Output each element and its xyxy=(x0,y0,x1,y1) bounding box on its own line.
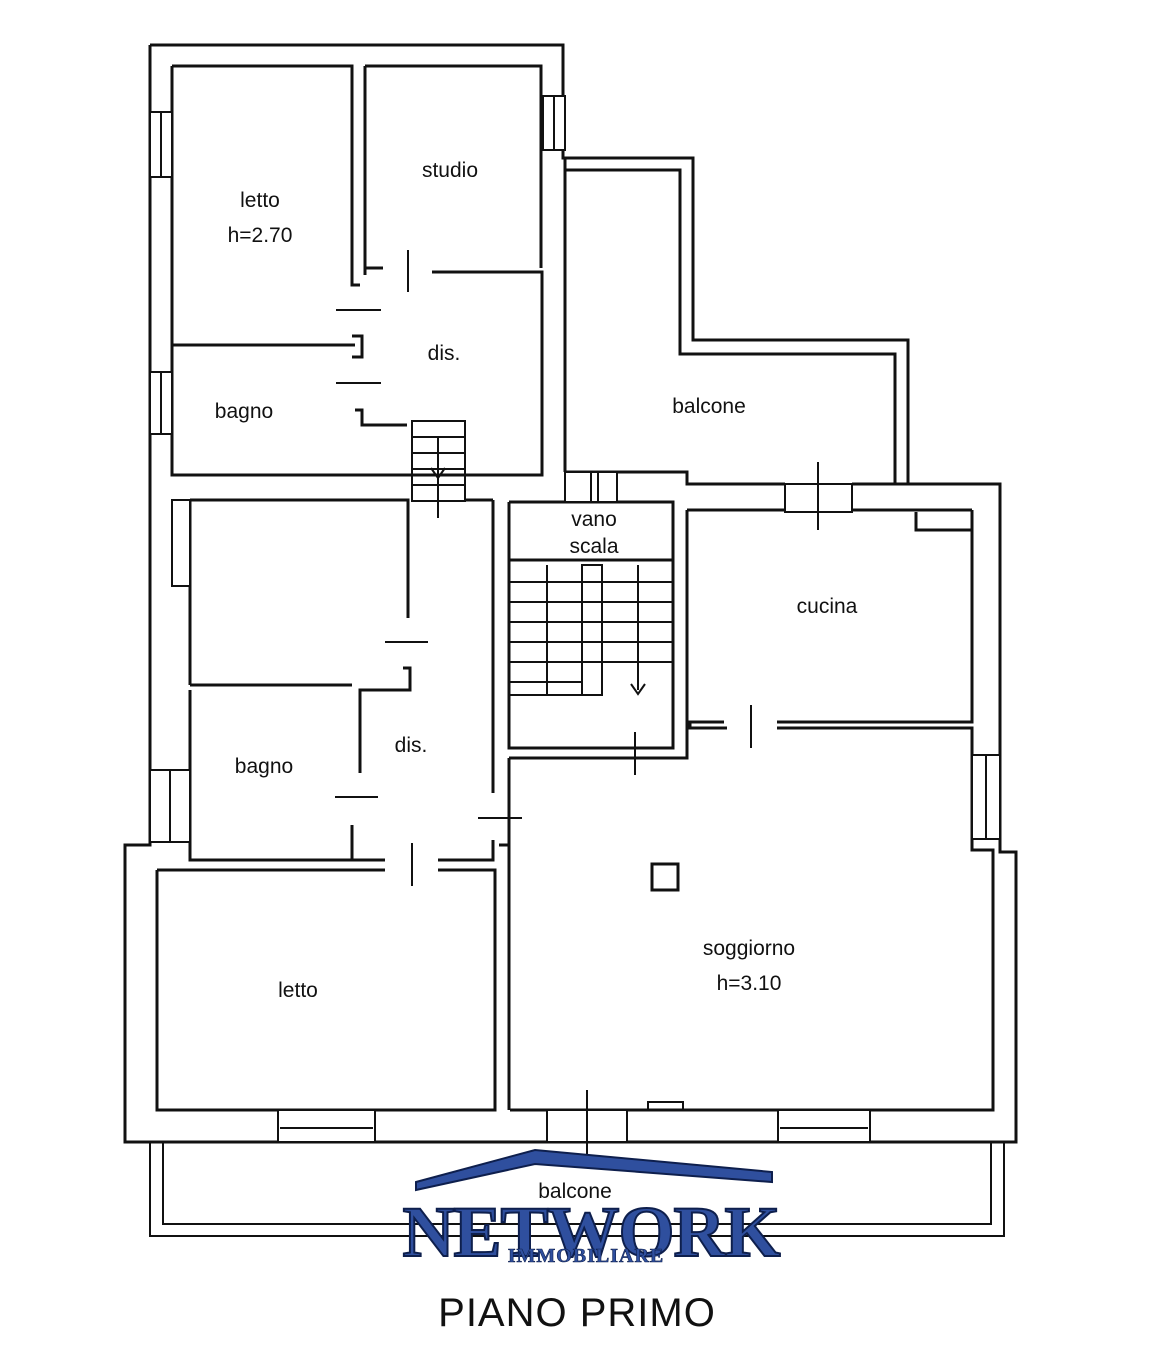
room-label-balcone-top: balcone xyxy=(672,395,746,418)
room-label-dis-bottom: dis. xyxy=(395,734,428,757)
room-label-dis-top: dis. xyxy=(428,342,461,365)
room-label-letto-top: letto xyxy=(240,189,280,212)
room-labels: letto h=2.70 studio dis. bagno balcone v… xyxy=(215,159,858,1203)
room-label-studio: studio xyxy=(422,159,478,182)
room-label-vano: vano xyxy=(571,508,617,531)
room-label-cucina: cucina xyxy=(797,595,858,618)
logo-sub-text: IMMOBILIARE xyxy=(508,1245,665,1267)
room-height-letto-top: h=2.70 xyxy=(228,224,293,247)
room-label-bagno-top: bagno xyxy=(215,400,273,423)
pillar xyxy=(650,862,680,892)
room-label-soggiorno: soggiorno xyxy=(703,937,795,960)
network-immobiliare-logo: NETWORK IMMOBILIARE xyxy=(401,1148,783,1273)
walls xyxy=(123,43,1018,1237)
page-title: PIANO PRIMO xyxy=(438,1291,716,1335)
room-label-letto-bottom: letto xyxy=(278,979,318,1002)
room-label-scala: scala xyxy=(569,535,618,558)
room-height-soggiorno: h=3.10 xyxy=(717,972,782,995)
door-marks xyxy=(335,250,819,1160)
stairs xyxy=(411,420,673,696)
logo-roof-icon xyxy=(415,1148,773,1192)
room-label-bagno-bottom: bagno xyxy=(235,755,293,778)
logo-main-text: NETWORK xyxy=(402,1192,780,1272)
room-label-balcone-bottom: balcone xyxy=(538,1180,612,1203)
